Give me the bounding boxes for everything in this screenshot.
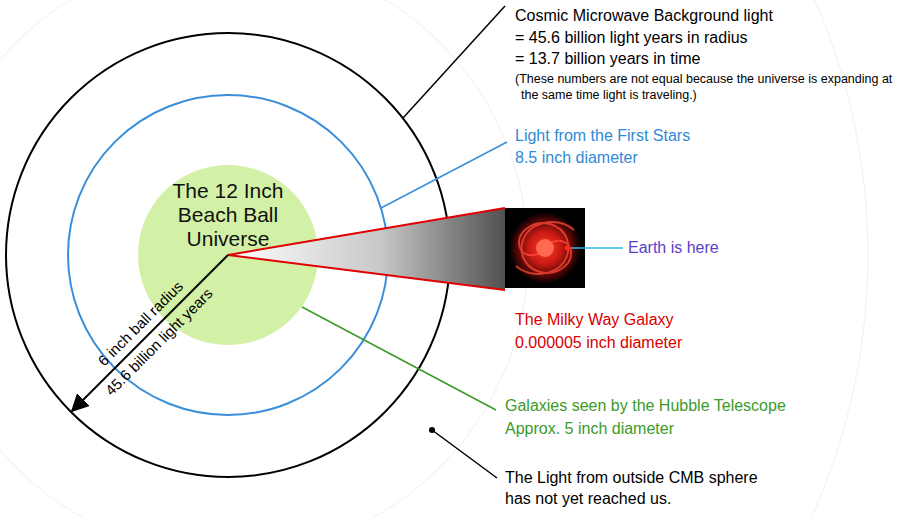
ball-title: The 12 Inch Beach Ball Universe bbox=[165, 179, 291, 251]
leader-line bbox=[571, 247, 623, 249]
outside-note: The Light from outside CMB sphere has no… bbox=[505, 468, 783, 510]
leader-dot bbox=[429, 427, 435, 433]
leader-line bbox=[381, 142, 507, 208]
cmb-radius: = 45.6 billion light years in radius bbox=[515, 28, 748, 49]
radius-arrow bbox=[72, 255, 228, 411]
earth-label: Earth is here bbox=[628, 238, 719, 259]
leader-line bbox=[302, 307, 496, 410]
hubble-size: Approx. 5 inch diameter bbox=[505, 419, 674, 440]
leader-line bbox=[432, 430, 497, 478]
faint-ring bbox=[0, 0, 528, 518]
hubble-title: Galaxies seen by the Hubble Telescope bbox=[505, 396, 786, 417]
milky-way-size: 0.000005 inch diameter bbox=[515, 333, 682, 354]
first-stars-title: Light from the First Stars bbox=[515, 126, 690, 147]
cmb-time: = 13.7 billion years in time bbox=[515, 49, 700, 70]
leader-line bbox=[403, 6, 505, 118]
zoom-edge bbox=[228, 255, 505, 290]
universe-ball: The 12 Inch Beach Ball Universe bbox=[138, 165, 318, 345]
milky-way-title: The Milky Way Galaxy bbox=[515, 310, 674, 331]
cmb-note: (These numbers are not equal because the… bbox=[515, 71, 893, 104]
cmb-heading: Cosmic Microwave Background light bbox=[515, 6, 773, 27]
first-stars-size: 8.5 inch diameter bbox=[515, 148, 638, 169]
